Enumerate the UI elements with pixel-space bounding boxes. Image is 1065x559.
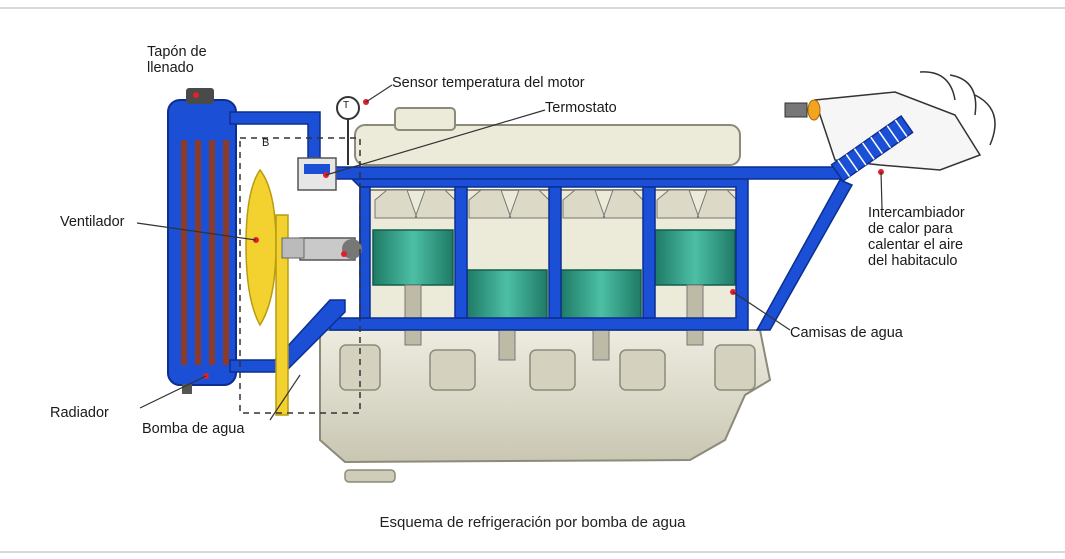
filler-cap [186,88,214,104]
thermostat [297,157,337,191]
water-pump [299,237,362,261]
label-thermostat: Termostato [545,100,617,116]
fan [245,168,305,416]
temperature-gauge [336,96,360,165]
leader-lines [136,84,883,421]
top-border [0,7,1065,9]
piston-1 [372,189,456,346]
label-radiator: Radiador [50,405,109,421]
piston-3 [560,189,644,361]
water-jackets [329,166,854,331]
bottom-border [0,551,1065,553]
label-water-jackets: Camisas de agua [790,325,903,341]
label-marker-b: B [262,137,270,149]
label-heat-exchanger: Intercambiador de calor para calentar el… [868,205,965,269]
label-filler-cap: Tapón de llenado [147,44,207,76]
label-water-pump: Bomba de agua [142,421,245,437]
heater-core [784,71,996,183]
belt-guide [239,137,361,414]
label-temperature-sensor: Sensor temperatura del motor [392,75,585,91]
label-fan: Ventilador [60,214,125,230]
piston-4 [654,189,738,346]
radiator [167,88,346,394]
label-gauge-t: T [343,100,350,111]
diagram-caption: Esquema de refrigeración por bomba de ag… [379,514,686,531]
